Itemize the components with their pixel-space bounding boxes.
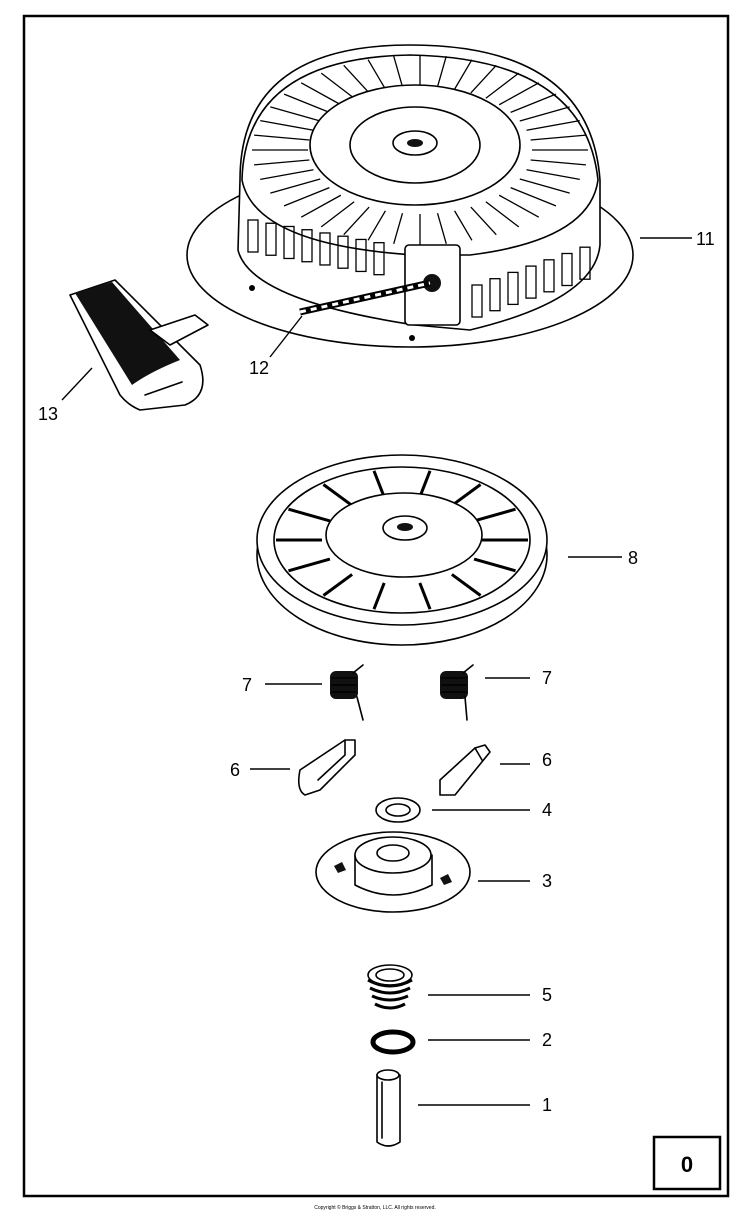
copyright-notice: Copyright © Briggs & Stratton, LLC. All … xyxy=(314,1205,436,1211)
callout-6-left: 6 xyxy=(230,760,240,780)
callout-13: 13 xyxy=(38,404,58,424)
pin-drawing xyxy=(376,1069,401,1147)
page-number: 0 xyxy=(681,1152,693,1177)
pawl-spring-drawings xyxy=(330,664,474,721)
callout-12: 12 xyxy=(249,358,269,378)
callout-3: 3 xyxy=(542,871,552,891)
washer-drawing xyxy=(375,797,421,823)
callout-11: 11 xyxy=(696,229,715,249)
callout-1: 1 xyxy=(542,1095,552,1115)
diagram-frame xyxy=(22,14,730,1198)
page-number-box: 0 xyxy=(652,1135,722,1191)
small-washer-drawing xyxy=(370,1029,416,1055)
spring-drawing xyxy=(367,964,413,1010)
callout-4: 4 xyxy=(542,800,552,820)
leader-lines xyxy=(61,237,692,1106)
pulley-drawing xyxy=(256,454,548,646)
callout-2: 2 xyxy=(542,1030,552,1050)
callout-8: 8 xyxy=(628,548,638,568)
retainer-drawing xyxy=(315,831,471,913)
callout-7-right: 7 xyxy=(542,668,552,688)
callout-7-left: 7 xyxy=(242,675,252,695)
callout-labels: 11 12 13 8 7 7 6 6 4 3 5 2 1 xyxy=(38,229,715,1115)
callout-5: 5 xyxy=(542,985,552,1005)
blower-housing-drawing xyxy=(186,44,634,348)
pawl-drawings xyxy=(298,739,491,796)
callout-6-right: 6 xyxy=(542,750,552,770)
starter-handle-drawing xyxy=(69,279,209,411)
